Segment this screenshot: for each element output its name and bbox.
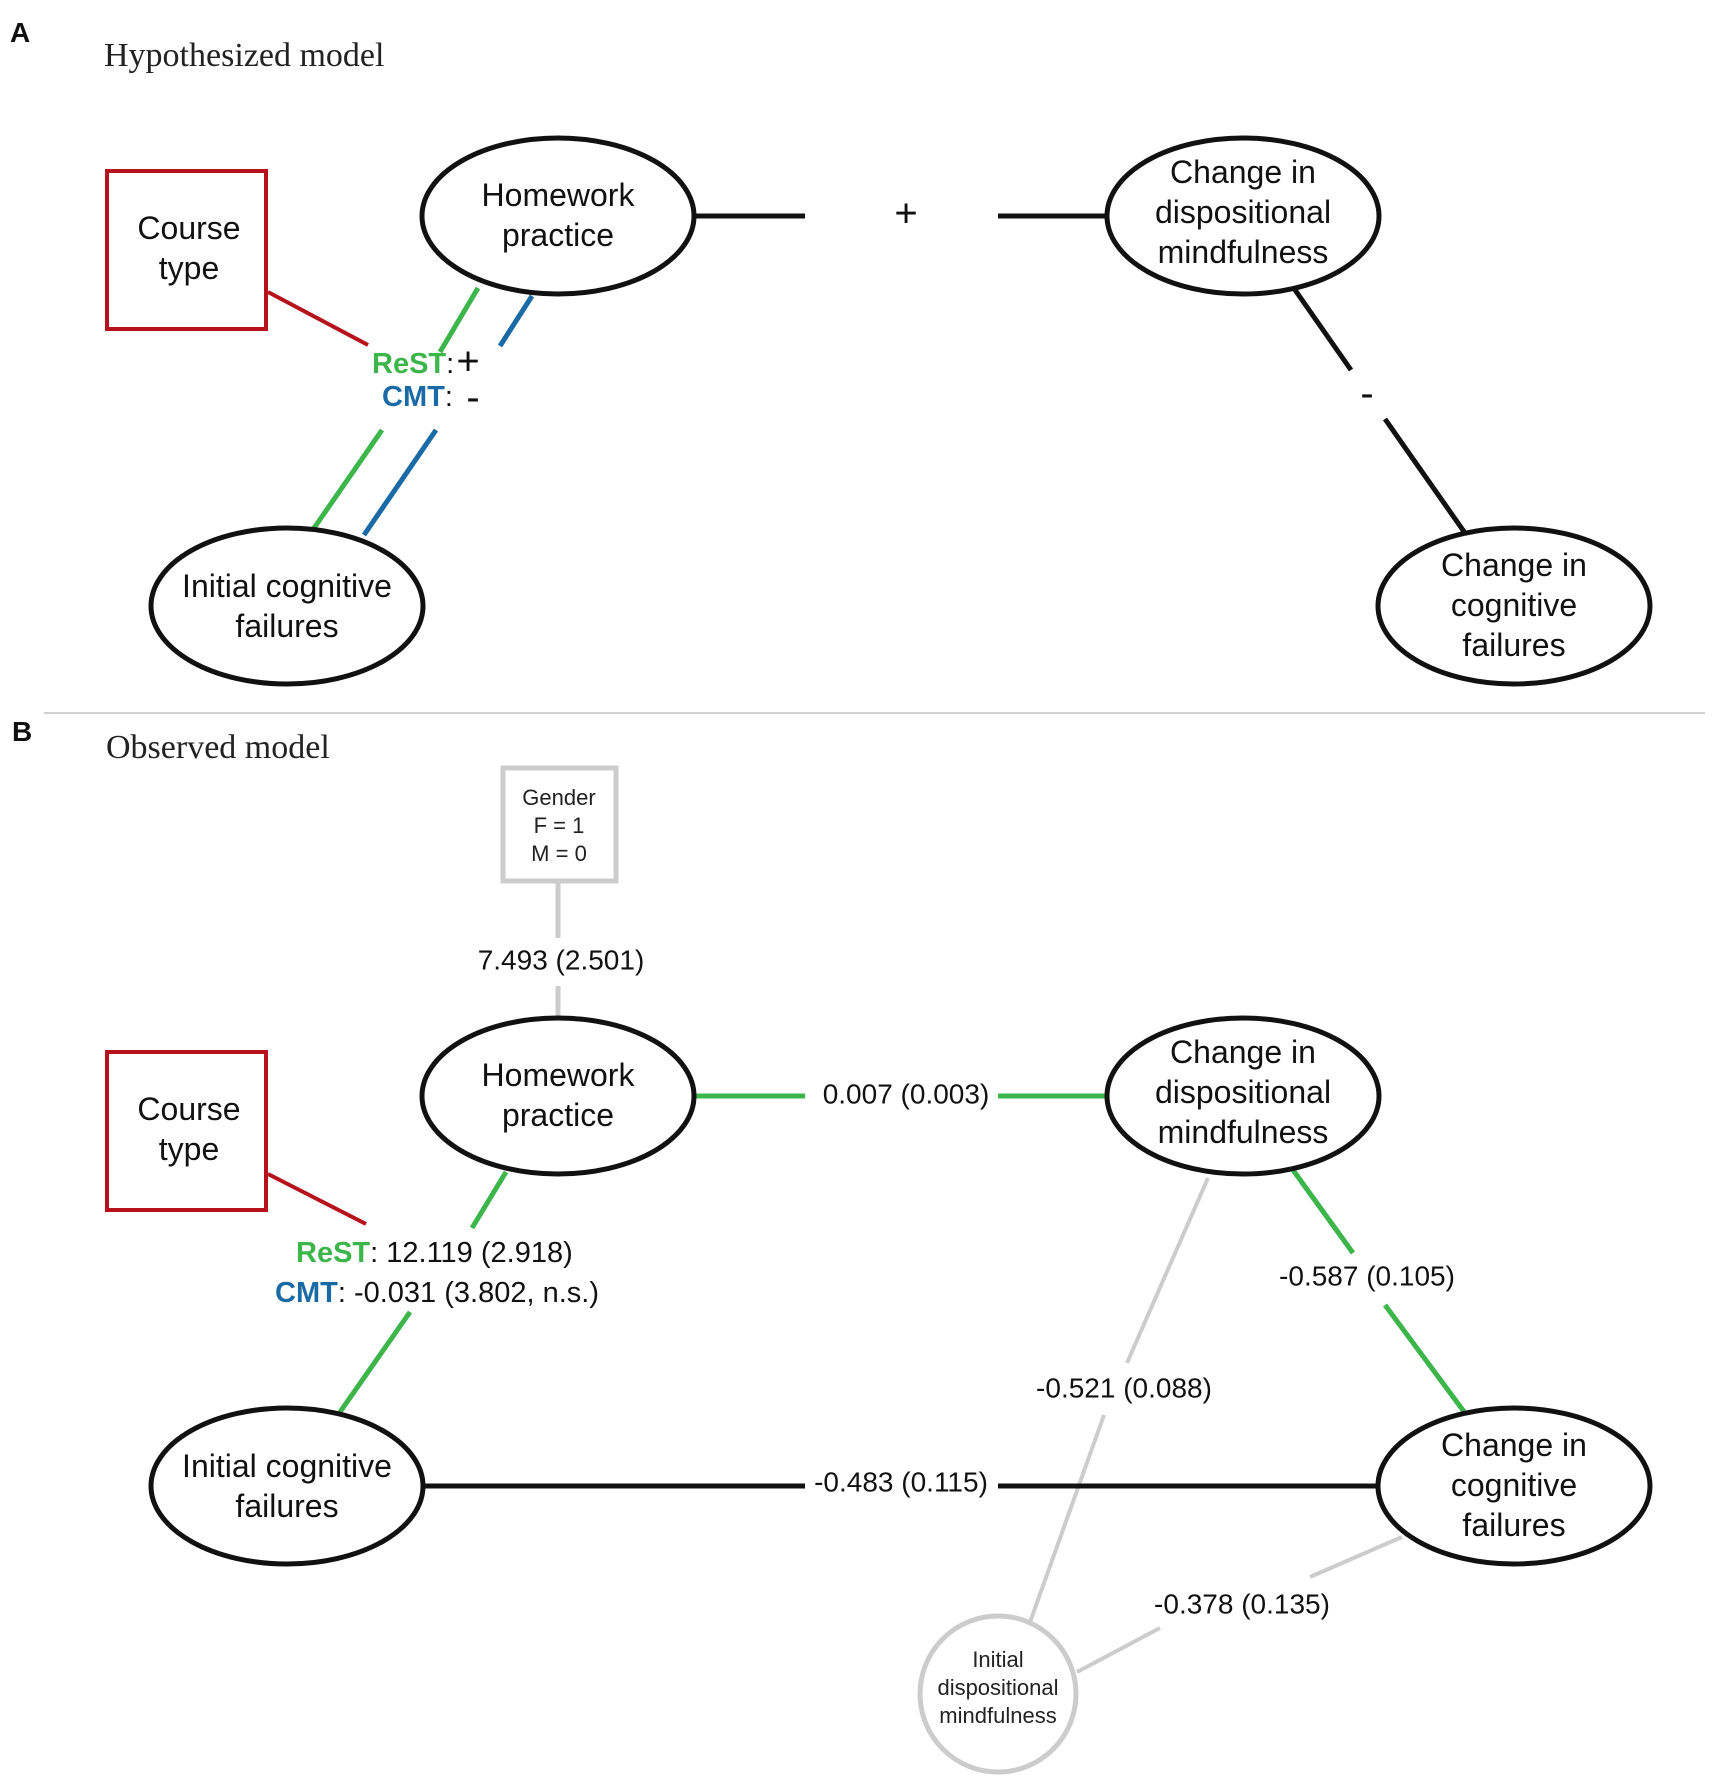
edge-a-cmt-lower bbox=[361, 428, 439, 537]
moderation-a-rest: ReST: bbox=[372, 348, 454, 380]
edge-b-course-moderation bbox=[267, 1172, 367, 1226]
edge-b-initcf-changecf-label: -0.483 (0.115) bbox=[814, 1466, 988, 1497]
edge-b-homework-initcf-upper bbox=[469, 1170, 509, 1230]
moderation-a-cmt: CMT: bbox=[382, 381, 453, 413]
edge-b-homework-mind-label: 0.007 (0.003) bbox=[823, 1078, 990, 1109]
edge-b-mind-cf-upper bbox=[1290, 1168, 1356, 1255]
edge-a-homework-mind-label: + bbox=[894, 192, 917, 236]
edge-b-homework-initcf-lower bbox=[337, 1310, 413, 1414]
edge-a-rest-lower bbox=[309, 428, 385, 533]
edge-b-initmind-changecf-label: -0.378 (0.135) bbox=[1154, 1588, 1330, 1619]
edge-a-course-moderation bbox=[267, 290, 369, 347]
edge-a-mind-cf-label: - bbox=[1360, 372, 1373, 416]
edge-b-mind-cf-lower bbox=[1382, 1303, 1468, 1415]
panel-b: B Observed model 7.493 (2.501) -0.521 (0… bbox=[12, 716, 1653, 1775]
edge-b-initmind-changemind-lower bbox=[1027, 1414, 1106, 1626]
moderation-a-rest-sign: + bbox=[456, 340, 479, 384]
moderation-b-cmt: CMT: -0.031 (3.802, n.s.) bbox=[275, 1277, 599, 1309]
edge-b-mind-cf-label: -0.587 (0.105) bbox=[1279, 1260, 1455, 1291]
panel-a: A Hypothesized model + - ReST: + CMT: - … bbox=[10, 17, 1653, 687]
edge-a-mind-cf-lower bbox=[1382, 417, 1468, 535]
edge-b-gender-homework-label: 7.493 (2.501) bbox=[478, 944, 645, 975]
moderation-b-rest: ReST: 12.119 (2.918) bbox=[296, 1237, 573, 1269]
edge-b-initmind-changecf-upper bbox=[1309, 1535, 1403, 1579]
edge-b-initmind-changecf-lower bbox=[1076, 1626, 1161, 1674]
edge-b-initmind-changemind-label: -0.521 (0.088) bbox=[1036, 1372, 1212, 1403]
edge-a-mind-cf-upper bbox=[1290, 285, 1354, 372]
panel-a-letter: A bbox=[10, 17, 30, 48]
edge-b-initmind-changemind-upper bbox=[1125, 1177, 1210, 1364]
edge-a-rest-upper bbox=[437, 286, 481, 354]
panel-b-title: Observed model bbox=[106, 729, 330, 766]
moderation-a-cmt-sign: - bbox=[466, 376, 479, 420]
panel-b-letter: B bbox=[12, 716, 32, 747]
panel-a-title: Hypothesized model bbox=[104, 37, 384, 74]
edge-a-cmt-upper bbox=[497, 294, 535, 348]
